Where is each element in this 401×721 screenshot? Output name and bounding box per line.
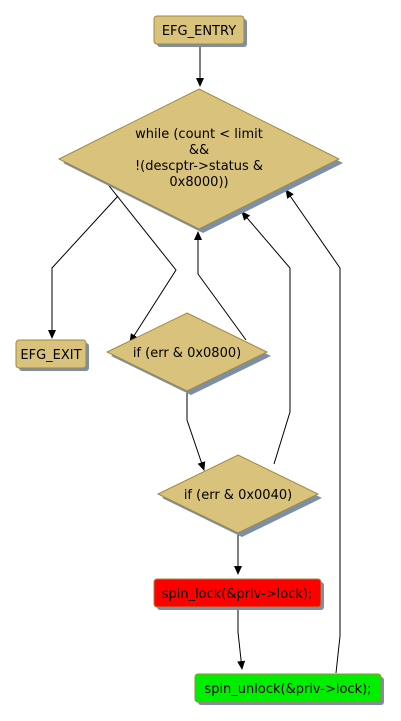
node-while-line-4: 0x8000)) — [169, 175, 228, 190]
node-if0800: if (err & 0x0800) — [105, 312, 271, 395]
edge-if0800-to-if0040 — [186, 393, 206, 471]
node-if0040: if (err & 0x0040) — [156, 454, 322, 537]
node-while-line-2: && — [189, 143, 209, 158]
node-if0800-label: if (err & 0x0800) — [133, 346, 241, 361]
edges — [48, 46, 341, 674]
edge-while-to-if0800 — [105, 181, 177, 343]
edge-if0800-to-while — [194, 231, 247, 341]
node-exit-label: EFG_EXIT — [20, 348, 81, 363]
edge-spinunlock-to-while — [285, 189, 341, 674]
node-if0040-label: if (err & 0x0040) — [184, 488, 292, 503]
node-spinlock-label: spin_lock(&priv->lock); — [162, 587, 313, 602]
node-spinunlock: spin_unlock(&priv->lock); — [194, 673, 384, 705]
node-entry: EFG_ENTRY — [153, 15, 247, 47]
node-while: while (count < limit && !(descptr->statu… — [57, 88, 343, 233]
node-entry-label: EFG_ENTRY — [162, 24, 236, 39]
node-while-line-3: !(descptr->status & — [135, 159, 263, 174]
edge-spinlock-to-spinunlock — [237, 608, 246, 670]
node-exit: EFG_EXIT — [15, 339, 89, 371]
node-while-line-1: while (count < limit — [135, 127, 263, 142]
node-spinlock: spin_lock(&priv->lock); — [153, 578, 324, 610]
edge-while-to-exit — [48, 195, 119, 339]
node-spinunlock-label: spin_unlock(&priv->lock); — [204, 682, 371, 697]
edge-if0040-to-while — [241, 211, 291, 465]
